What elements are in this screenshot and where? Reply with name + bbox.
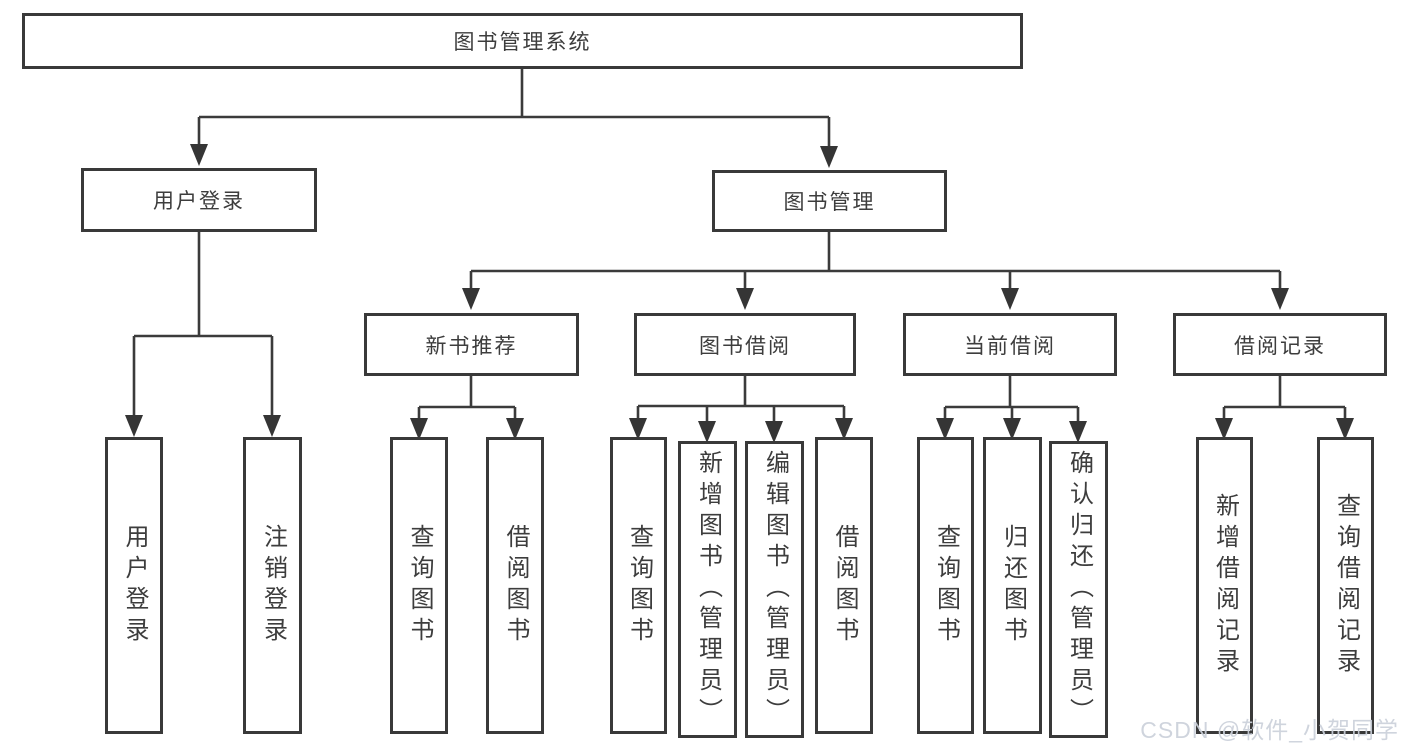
node-query-borrow-record: 查询借阅记录 — [1317, 437, 1374, 734]
csdn-watermark: CSDN @软件_小贺同学 — [1140, 717, 1399, 743]
node-add-borrow-record: 新增借阅记录 — [1196, 437, 1253, 734]
node-edit-book-admin: 编辑图书（管理员） — [745, 441, 804, 738]
node-add-book-admin: 新增图书（管理员） — [678, 441, 737, 738]
node-library-management-system: 图书管理系统 — [22, 13, 1023, 69]
node-user-login-group: 用户登录 — [81, 168, 317, 232]
node-book-borrowing: 图书借阅 — [634, 313, 856, 376]
node-book-management: 图书管理 — [712, 170, 947, 232]
node-current-borrowing: 当前借阅 — [903, 313, 1117, 376]
node-query-books-current: 查询图书 — [917, 437, 974, 734]
node-return-book: 归还图书 — [983, 437, 1042, 734]
node-user-login: 用户登录 — [105, 437, 163, 734]
node-query-books-borrowing: 查询图书 — [610, 437, 667, 734]
node-query-books-recommend: 查询图书 — [390, 437, 448, 734]
node-borrow-books-recommend: 借阅图书 — [486, 437, 544, 734]
node-borrow-records: 借阅记录 — [1173, 313, 1387, 376]
node-borrow-books: 借阅图书 — [815, 437, 873, 734]
node-new-book-recommend: 新书推荐 — [364, 313, 579, 376]
node-logout: 注销登录 — [243, 437, 302, 734]
node-confirm-return-admin: 确认归还（管理员） — [1049, 441, 1108, 738]
